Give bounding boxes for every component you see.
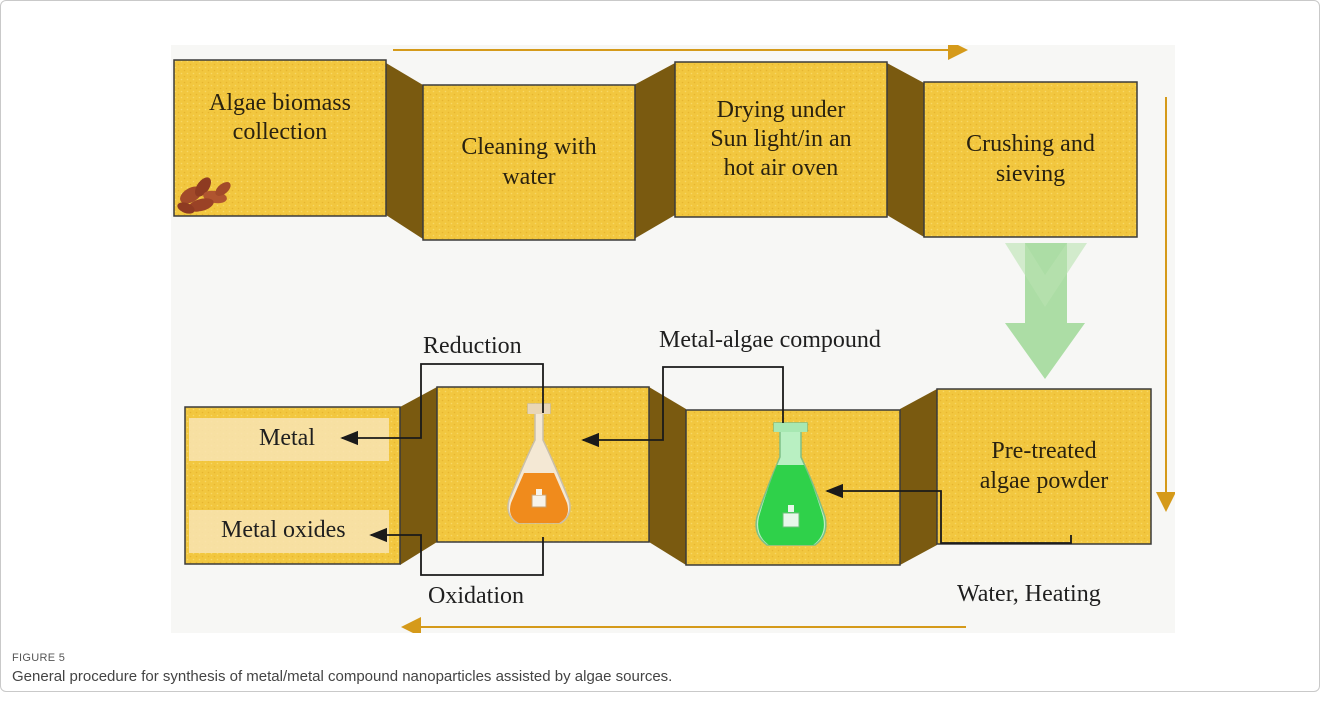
green-flask-icon (755, 422, 827, 546)
step-cleaning: Cleaning with water (461, 134, 597, 190)
box-crushing (923, 81, 1138, 238)
connector-1 (386, 63, 423, 239)
label-metal-algae-compound: Metal-algae compound (659, 327, 881, 353)
connector-6 (900, 389, 937, 565)
step-collection: Algae biomass collection (209, 89, 351, 145)
metal-oxides-band (189, 510, 389, 553)
connector-4 (400, 387, 437, 565)
label-oxidation: Oxidation (428, 583, 524, 609)
compound-line (581, 366, 784, 448)
connector-5 (649, 387, 686, 565)
figure-caption: General procedure for synthesis of metal… (12, 668, 673, 685)
product-metal: Metal (259, 425, 315, 451)
down-arrow-icon (1005, 243, 1085, 379)
connector-3 (887, 63, 924, 237)
figure-label: FIGURE 5 (12, 652, 66, 664)
figure-frame: Algae biomass collection Cleaning with w… (0, 0, 1320, 692)
diagram-graphics (173, 45, 1175, 633)
oxidation-line (369, 527, 544, 576)
reduction-line (340, 363, 544, 446)
step-pretreated: Pre-treated algae powder (979, 438, 1109, 494)
connector-2 (634, 63, 675, 239)
box-collection (173, 59, 387, 217)
product-metal-oxides: Metal oxides (221, 517, 346, 543)
step-crushing: Crushing and sieving (966, 131, 1095, 187)
label-reduction: Reduction (423, 333, 522, 359)
box-cleaning (422, 84, 636, 241)
diagram-canvas: Algae biomass collection Cleaning with w… (171, 45, 1175, 633)
seaweed-icon (177, 177, 231, 214)
step-drying: Drying under Sun light/in an hot air ove… (710, 96, 852, 182)
box-pretreated (936, 388, 1152, 545)
box-drying (674, 61, 888, 218)
water-heating-line (825, 483, 1072, 544)
label-water-heating: Water, Heating (957, 581, 1101, 607)
orange-flask-icon (507, 403, 571, 524)
down-arrow-chevron-icon (1005, 243, 1087, 307)
